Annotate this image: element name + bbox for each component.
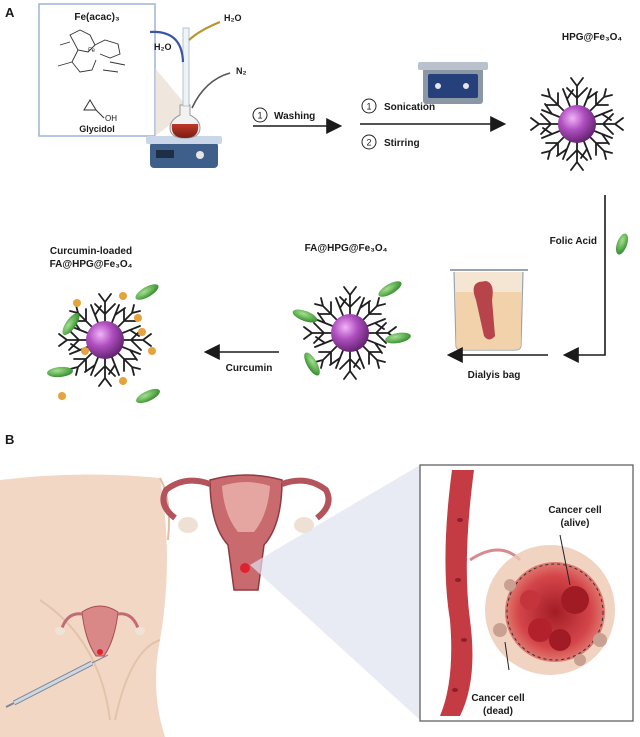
svg-text:Fe: Fe — [88, 48, 96, 54]
step-washing-number: 1 — [257, 111, 262, 121]
folic-acid-label: Folic Acid — [550, 236, 597, 247]
body-silhouette — [0, 474, 170, 737]
water-in-label: H₂O — [154, 42, 172, 52]
nitrogen-tube — [191, 72, 231, 109]
dialysis-label: Dialyis bag — [468, 370, 521, 381]
final-product-label-line2: FA@HPG@Fe₃O₄ — [50, 259, 133, 270]
precursor-box: Fe(acac)₃ Fe OH Glycidol — [38, 3, 156, 137]
cancer-alive-line2: (alive) — [561, 518, 590, 529]
curcumin-loaded-nanoparticle — [47, 284, 160, 404]
arrow-folic-acid — [562, 195, 606, 363]
curcumin-label: Curcumin — [226, 363, 273, 374]
callout-wedge — [155, 68, 190, 136]
hpg-fe3o4-label: HPG@Fe₃O₄ — [562, 32, 622, 43]
panel-a-label: A — [5, 5, 15, 20]
ultrasonic-bath — [418, 62, 488, 104]
step-stirring-label: Stirring — [384, 138, 420, 149]
hpg-fe3o4-nanoparticle — [530, 77, 624, 171]
cancer-alive-line1: Cancer cell — [548, 505, 602, 516]
glycidol-structure — [83, 99, 105, 119]
step-sonication-label: Sonication — [384, 102, 435, 113]
cancer-dead-line2: (dead) — [483, 706, 513, 717]
fa-hpg-fe3o4-nanoparticle — [292, 281, 411, 380]
blood-vessel — [440, 470, 474, 716]
final-product-label-line1: Curcumin-loaded — [50, 246, 132, 257]
fe-acac-structure: Fe — [57, 29, 126, 73]
fa-hpg-fe3o4-label: FA@HPG@Fe₃O₄ — [305, 243, 388, 254]
folic-acid-molecule — [615, 233, 629, 255]
step-stirring: 2 Stirring — [361, 134, 420, 150]
syringe — [5, 654, 109, 708]
large-uterus — [160, 474, 332, 591]
step-sonication-number: 1 — [366, 102, 371, 112]
water-out-label: H₂O — [224, 13, 242, 23]
step-washing: 1 Washing — [252, 107, 343, 134]
step-stirring-number: 2 — [366, 138, 371, 148]
tumor-inset — [419, 464, 634, 722]
nitrogen-label: N₂ — [236, 66, 247, 76]
fe-acac-label: Fe(acac)₃ — [74, 12, 120, 23]
glycidol-label: Glycidol — [79, 124, 115, 134]
panel-b-label: B — [5, 432, 14, 447]
zoom-wedge — [250, 465, 420, 720]
step-sonication: 1 Sonication — [361, 98, 435, 114]
oh-label: OH — [105, 114, 117, 123]
cancer-dead-line1: Cancer cell — [471, 693, 525, 704]
small-uterus — [55, 605, 145, 657]
dialysis-beaker — [450, 269, 528, 351]
reaction-apparatus — [146, 20, 231, 168]
step-washing-label: Washing — [274, 111, 315, 122]
water-outlet-tube — [188, 20, 221, 41]
water-inlet-tube — [149, 30, 185, 63]
